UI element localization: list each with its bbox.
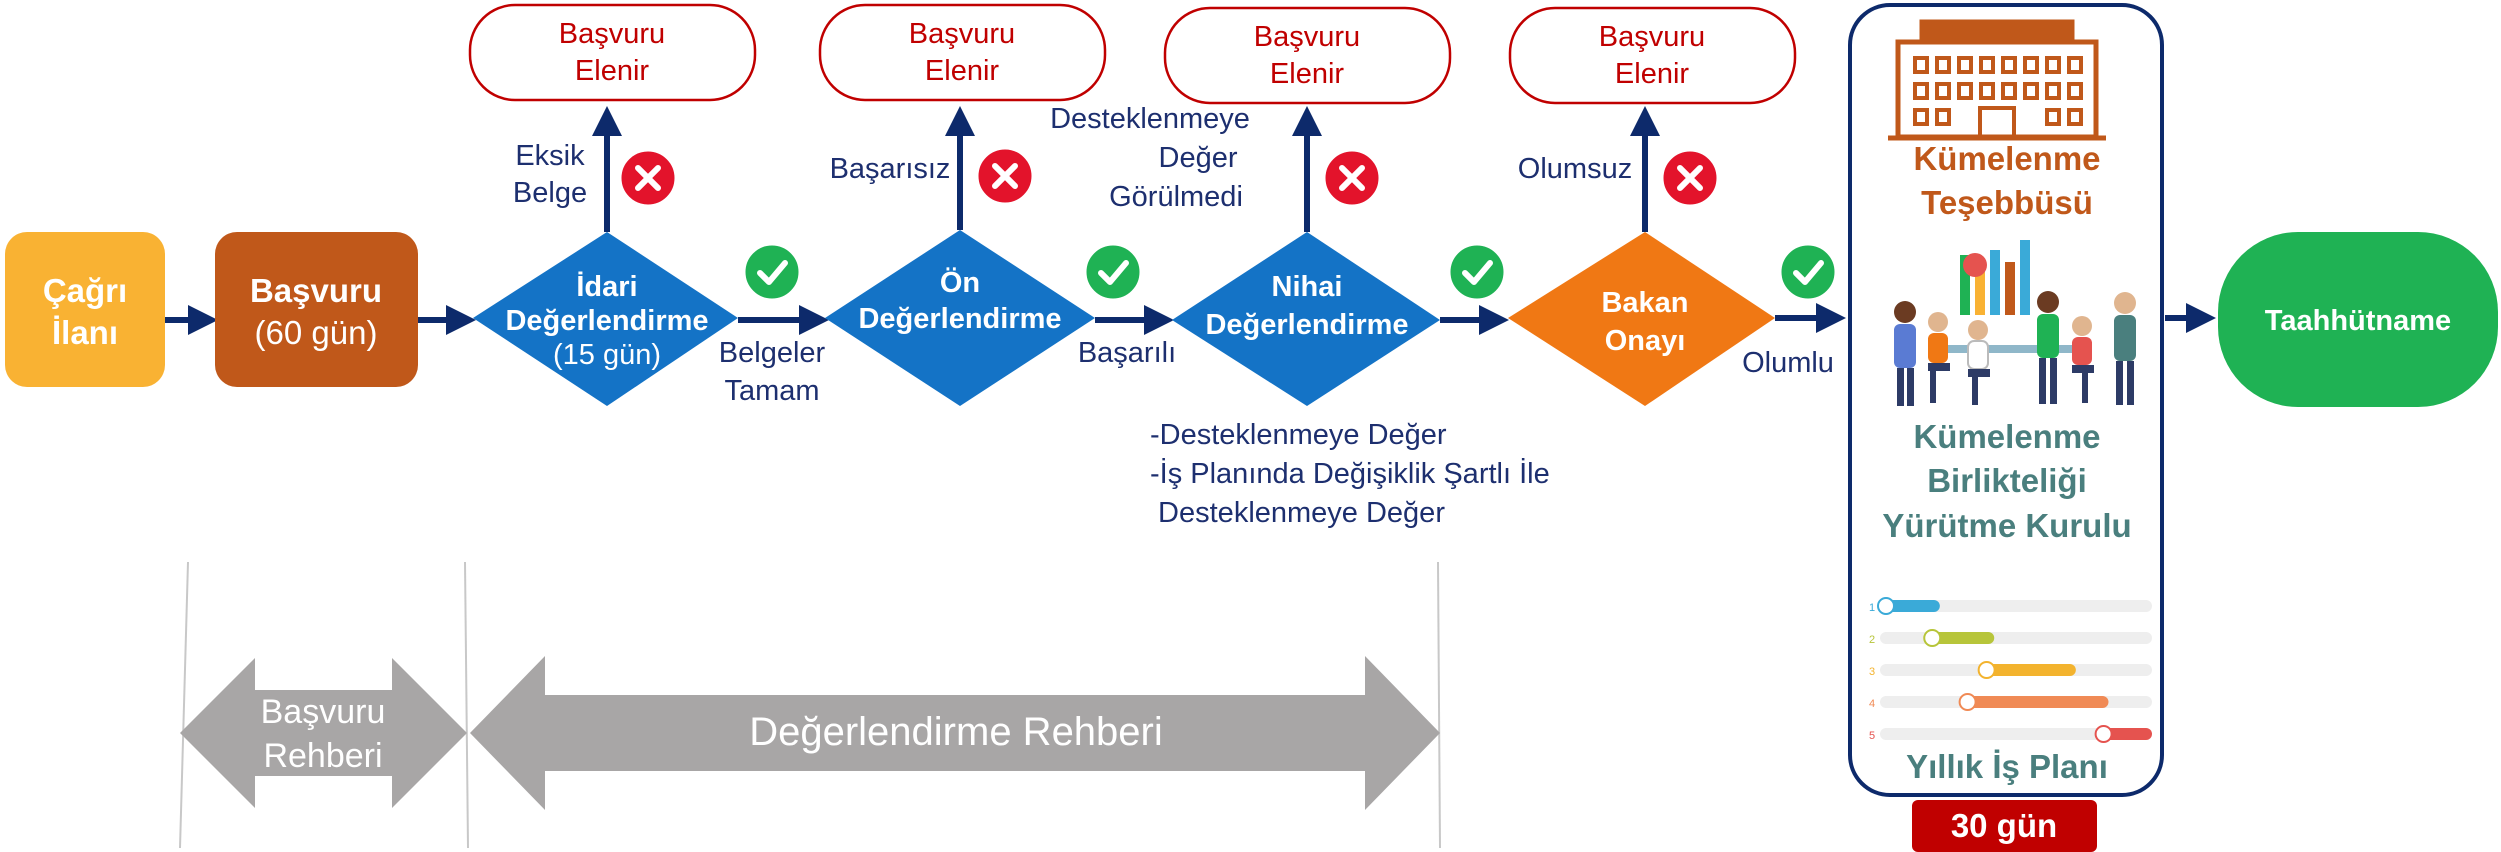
cagri-line1: Çağrı	[43, 272, 127, 309]
tesebbus-line1: Kümelenme	[1913, 140, 2100, 177]
approve-badges	[742, 242, 1838, 302]
outcome-3: Desteklenmeye Değer	[1150, 497, 1445, 529]
step-idari-degerlendirme: İdari Değerlendirme (15 gün)	[473, 232, 738, 406]
eksik-line1: Eksik	[515, 140, 585, 172]
plan-bar-knob	[1923, 629, 1942, 647]
desteklenmeye-line3: Görülmedi	[1109, 181, 1243, 213]
outcome-2: -İş Planında Değişiklik Şartlı İle	[1150, 457, 1550, 490]
eksik-line2: Belge	[513, 177, 587, 209]
belgeler-line2: Tamam	[724, 375, 819, 407]
birliktelik-line3: Yürütme Kurulu	[1882, 507, 2131, 544]
yillik-is-plani-label: Yıllık İş Planı	[1906, 748, 2108, 785]
rejection-2-line2: Elenir	[925, 55, 999, 87]
check-circle-icon	[742, 242, 802, 302]
plan-bar	[1980, 664, 2076, 676]
rejection-connectors	[592, 106, 1660, 232]
olumlu-label: Olumlu	[1742, 347, 1834, 379]
fail-labels: Eksik Belge Başarısız Desteklenmeye Değe…	[513, 103, 1632, 213]
plan-bar	[1880, 600, 1940, 612]
plan-bar	[1926, 632, 1995, 644]
rejection-2-line1: Başvuru	[909, 18, 1015, 50]
plan-bar-knob	[1977, 661, 1996, 679]
cagri-line2: İlanı	[52, 314, 118, 351]
pass-labels: Belgeler Tamam Başarılı Olumlu	[719, 337, 1834, 407]
birliktelik-line1: Kümelenme	[1913, 418, 2100, 455]
desteklenmeye-line2: Değer	[1159, 142, 1238, 174]
rejection-4-line2: Elenir	[1615, 58, 1689, 90]
plan-bar	[1961, 696, 2109, 708]
bakan-line2: Onayı	[1605, 325, 1686, 357]
plan-row-number: 5	[1869, 730, 1875, 742]
reject-badges	[618, 146, 1720, 208]
step-bakan-onayi: Bakan Onayı	[1508, 232, 1775, 406]
plan-bar-knob	[1877, 597, 1895, 615]
outcome-1: -Desteklenmeye Değer	[1150, 419, 1447, 451]
plan-track	[1880, 632, 2152, 644]
basvuru-line2: (60 gün)	[255, 314, 378, 351]
plan-track	[1880, 728, 2152, 740]
step-cagri-ilani: Çağrı İlanı	[5, 232, 165, 387]
desteklenmeye-line1: Desteklenmeye	[1050, 103, 1250, 135]
basvuru-line1: Başvuru	[250, 272, 382, 309]
basvuru-rehberi-line2: Rehberi	[263, 737, 382, 775]
rejection-4-line1: Başvuru	[1599, 21, 1705, 53]
tesebbus-line2: Teşebbüsü	[1921, 184, 2093, 221]
belgeler-line1: Belgeler	[719, 337, 826, 369]
degerlendirme-rehberi-arrow: Değerlendirme Rehberi	[470, 656, 1440, 810]
duration-label: 30 gün	[1951, 807, 2057, 844]
main-flow-connectors	[165, 303, 2216, 335]
rejection-box-3: Başvuru Elenir	[1163, 6, 1452, 105]
rejection-3-line1: Başvuru	[1254, 21, 1360, 53]
check-circle-icon	[1447, 242, 1507, 302]
on-line2: Değerlendirme	[858, 303, 1061, 335]
step-basvuru: Başvuru (60 gün)	[215, 232, 418, 387]
birliktelik-line2: Birlikteliği	[1927, 462, 2087, 499]
guide-dividers	[179, 561, 1441, 849]
on-line1: Ön	[940, 266, 980, 299]
x-circle-icon	[975, 146, 1035, 206]
degerlendirme-rehberi-label: Değerlendirme Rehberi	[749, 710, 1163, 754]
plan-bar-knob	[2094, 725, 2113, 743]
basvuru-rehberi-line1: Başvuru	[261, 693, 386, 731]
idari-line3: (15 gün)	[553, 339, 661, 371]
plan-row-number: 2	[1869, 634, 1875, 646]
step-on-degerlendirme: Ön Değerlendirme	[825, 230, 1095, 406]
plan-track	[1880, 600, 2152, 612]
nihai-line1: Nihai	[1272, 271, 1343, 303]
check-circle-icon	[1778, 242, 1838, 302]
yearly-plan-chart: 1 2 3 4 5	[1869, 597, 2152, 743]
basarisiz-label: Başarısız	[830, 153, 951, 185]
basarili-label: Başarılı	[1078, 337, 1176, 369]
x-circle-icon	[1322, 148, 1382, 208]
nihai-line2: Değerlendirme	[1205, 309, 1408, 341]
building-icon	[1888, 19, 2106, 141]
plan-row-number: 4	[1869, 698, 1875, 710]
plan-row-number: 3	[1869, 666, 1875, 678]
taahhut-label: Taahhütname	[2265, 305, 2451, 337]
idari-line1: İdari	[576, 271, 637, 303]
rejection-box-4: Başvuru Elenir	[1508, 6, 1797, 105]
rejection-3-line2: Elenir	[1270, 58, 1344, 90]
bakan-line1: Bakan	[1601, 287, 1688, 319]
check-circle-icon	[1083, 242, 1143, 302]
kumelenme-panel: Kümelenme Teşebbüsü	[1848, 3, 2164, 797]
x-circle-icon	[1660, 148, 1720, 208]
plan-bar-knob	[1958, 693, 1977, 711]
step-taahhutname: Taahhütname	[2218, 232, 2498, 407]
step-nihai-degerlendirme: Nihai Değerlendirme	[1172, 232, 1440, 406]
olumsuz-label: Olumsuz	[1518, 153, 1632, 185]
rejection-box-1: Başvuru Elenir	[468, 3, 757, 102]
duration-badge: 30 gün	[1912, 800, 2097, 852]
basvuru-rehberi-arrow: Başvuru Rehberi	[180, 658, 467, 808]
plan-row-number: 1	[1869, 602, 1875, 614]
rejection-box-2: Başvuru Elenir	[818, 3, 1107, 102]
x-circle-icon	[618, 148, 678, 208]
nihai-outcomes: -Desteklenmeye Değer -İş Planında Değişi…	[1150, 419, 1550, 529]
idari-line2: Değerlendirme	[505, 305, 708, 337]
team-meeting-illustration	[1894, 240, 2136, 406]
rejection-1-line1: Başvuru	[559, 18, 665, 50]
rejection-1-line2: Elenir	[575, 55, 649, 87]
